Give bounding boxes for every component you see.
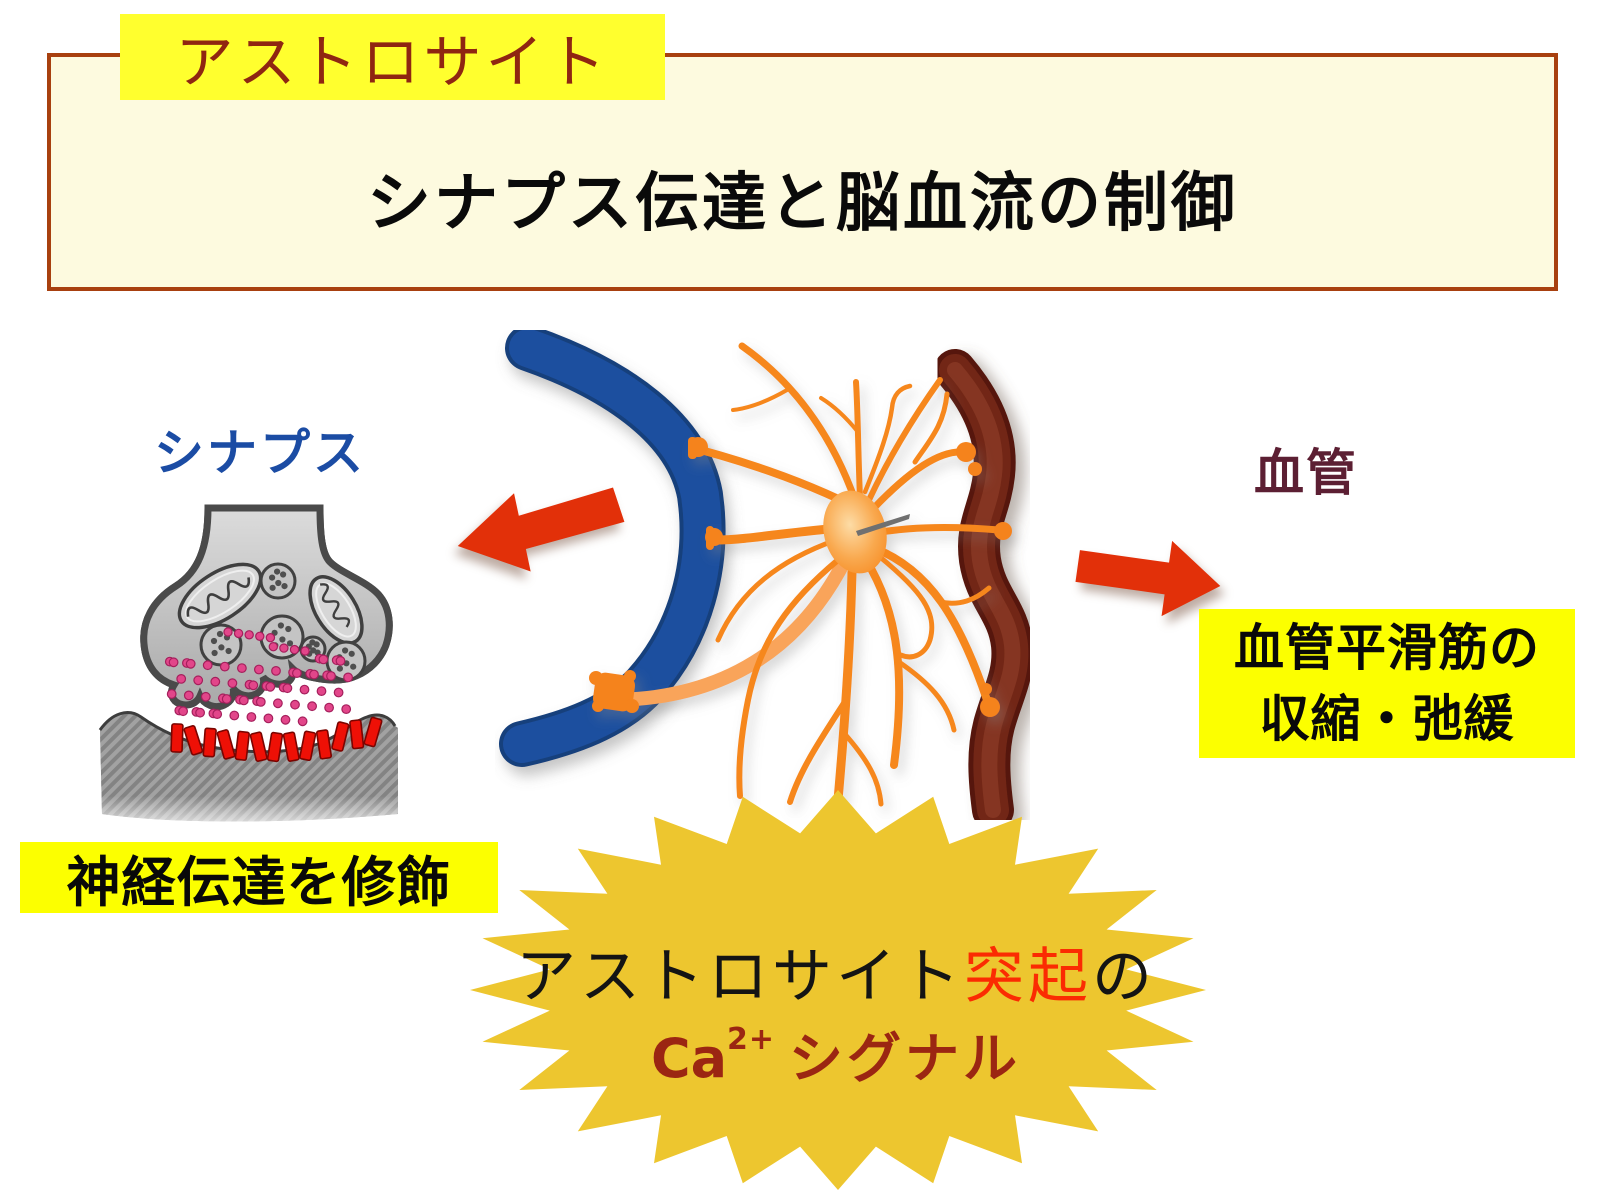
astrocyte-cell xyxy=(589,342,1012,807)
starburst-shape xyxy=(470,790,1206,1190)
astrocyte-tag: アストロサイト xyxy=(120,14,665,100)
burst-line2: Ca2+ シグナル xyxy=(455,1014,1217,1093)
signal-word: シグナル xyxy=(789,1027,1022,1090)
astrocyte-endfeet xyxy=(589,437,1012,717)
astrocyte-illustration xyxy=(499,330,1034,820)
vessel-caption-line1: 血管平滑筋の xyxy=(1234,618,1540,677)
synapse-caption: 神経伝達を修飾 xyxy=(20,842,498,914)
burst-line1-highlight: 突起 xyxy=(964,942,1092,1012)
burst-line1-pre: アストロサイト xyxy=(516,942,964,1012)
astrocyte-soma xyxy=(823,490,887,574)
ca-signal-starburst xyxy=(470,790,1206,1190)
page-title: シナプス伝達と脳血流の制御 xyxy=(367,167,1238,241)
burst-line1-post: の xyxy=(1092,942,1156,1012)
neuron-blue xyxy=(499,330,726,767)
ca-superscript: 2+ xyxy=(727,1022,776,1057)
pipette xyxy=(856,514,910,536)
burst-line1: アストロサイト突起の xyxy=(455,928,1217,1015)
neurotransmitter-dots xyxy=(164,627,354,727)
presynaptic-terminal xyxy=(144,504,390,707)
mitochondrion-right xyxy=(308,575,364,645)
vessel-caption: 血管平滑筋の 収縮・弛緩 xyxy=(1199,609,1575,758)
vessel-caption-line2: 収縮・弛緩 xyxy=(1259,689,1515,748)
ca-symbol: Ca xyxy=(650,1027,728,1090)
synapse-label: シナプス xyxy=(154,424,366,482)
vessel-label: 血管 xyxy=(1254,444,1358,502)
receptor-row xyxy=(170,716,383,763)
blood-vessel-shape xyxy=(934,349,1034,820)
synapse-em-image xyxy=(90,504,405,832)
right-arrow-icon xyxy=(1075,540,1221,617)
left-arrow-icon xyxy=(457,487,625,572)
mitochondrion-left xyxy=(177,562,263,630)
